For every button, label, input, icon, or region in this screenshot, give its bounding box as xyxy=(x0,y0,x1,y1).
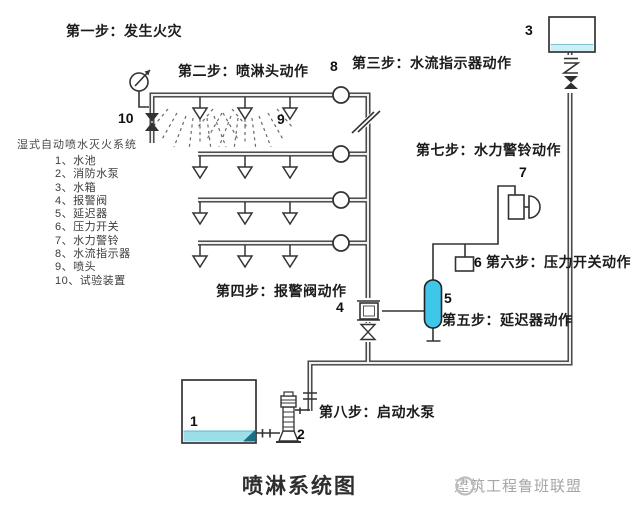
number-alarm-bell: 7 xyxy=(519,164,527,180)
water-pool xyxy=(181,379,257,444)
legend-item: 3、水箱 xyxy=(55,181,97,194)
water-tank xyxy=(548,16,596,53)
step-label-3: 第三步：水流指示器动作 xyxy=(352,55,512,71)
legend-item: 9、喷头 xyxy=(55,261,97,274)
legend-item: 2、消防水泵 xyxy=(55,168,120,181)
watermark: 建筑工程鲁班联盟 xyxy=(454,475,582,496)
pressure-gauge xyxy=(129,69,151,92)
delayer xyxy=(423,279,443,329)
number-delayer: 5 xyxy=(444,290,452,306)
watermark-logo-icon xyxy=(455,476,475,496)
step-label-8: 第八步：启动水泵 xyxy=(319,404,435,420)
pipe-break-symbol xyxy=(351,108,381,135)
number-test-device: 10 xyxy=(118,110,134,126)
fire-pump xyxy=(276,391,301,443)
step-label-5: 第五步：延迟器动作 xyxy=(442,312,573,328)
system-title: 湿式自动喷水灭火系统 xyxy=(17,139,137,151)
number-sprinkler: 9 xyxy=(277,111,285,127)
sprinkler-spray xyxy=(151,108,294,151)
trim-piping xyxy=(138,91,529,438)
step-label-2: 第二步：喷淋头动作 xyxy=(178,63,309,79)
pipe-network xyxy=(149,52,573,411)
step-label-4: 第四步：报警阀动作 xyxy=(216,283,347,299)
flow-indicators xyxy=(332,86,350,252)
watermark-text: 建筑工程鲁班联盟 xyxy=(454,478,583,495)
tank-check-valve xyxy=(561,55,581,93)
step-label-6: 第六步：压力开关动作 xyxy=(486,254,631,270)
legend-item: 6、压力开关 xyxy=(55,221,120,234)
number-tank: 3 xyxy=(525,22,533,38)
step-label-7: 第七步：水力警铃动作 xyxy=(416,142,561,158)
number-alarm-valve: 4 xyxy=(336,299,344,315)
alarm-valve xyxy=(356,298,382,322)
alarm-bell xyxy=(507,194,541,220)
sprinkler-heads xyxy=(191,97,299,269)
pressure-switch xyxy=(454,256,475,272)
legend-item: 7、水力警铃 xyxy=(55,234,120,247)
test-device-valve xyxy=(145,113,159,131)
number-pump: 2 xyxy=(297,426,305,442)
legend-item: 10、试验装置 xyxy=(55,274,126,287)
legend-list: 1、水池 2、消防水泵 3、水箱 4、报警阀 5、延迟器 6、压力开关 7、水力… xyxy=(55,155,131,288)
diagram-title: 喷淋系统图 xyxy=(242,475,357,498)
gate-valve xyxy=(359,323,377,342)
legend-item: 8、水流指示器 xyxy=(55,248,131,261)
number-flow-indicator: 8 xyxy=(330,58,338,74)
number-pool: 1 xyxy=(190,413,198,429)
legend-item: 4、报警阀 xyxy=(55,194,108,207)
step-label-1: 第一步：发生火灾 xyxy=(66,23,182,39)
legend-item: 5、延迟器 xyxy=(55,208,108,221)
legend-item: 1、水池 xyxy=(55,155,97,167)
number-pressure-switch: 6 xyxy=(474,254,482,270)
